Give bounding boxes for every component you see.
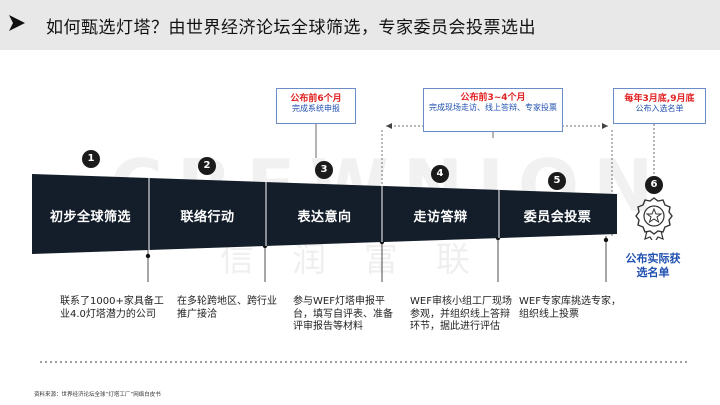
step-5-description: WEF专家库挑选专家，组织线上投票 (519, 296, 621, 320)
callout-title: 每年3月底,9月底 (624, 94, 695, 104)
step-4-label: 走访答辩 (413, 210, 468, 225)
step-1-label: 初步全球筛选 (49, 210, 131, 225)
callout-announcement: 每年3月底,9月底 公布入选名单 (613, 88, 706, 124)
step-2-number: 2 (198, 157, 216, 175)
step-3-label: 表达意向 (297, 210, 352, 225)
step-2-label: 联络行动 (180, 210, 235, 225)
callout-title: 公布前3~4个月 (460, 93, 526, 103)
callout-subtitle: 完成系统申报 (292, 104, 340, 114)
step-4-description: WEF审核小组工厂现场参观，并组织线上答辩环节，据此进行评估 (410, 296, 512, 332)
step-1-description: 联系了1000+家具备工业4.0灯塔潜力的公司 (60, 296, 164, 320)
callout-visits-defense: 公布前3~4个月 完成现场走访、线上答辩、专家投票 (423, 88, 563, 132)
callout-subtitle: 完成现场走访、线上答辩、专家投票 (429, 103, 557, 113)
step-3-number: 3 (315, 161, 333, 179)
final-label-line2: 选名单 (636, 266, 670, 280)
step-2-description: 在多轮跨地区、跨行业推广接洽 (177, 296, 277, 320)
step-1-number: 1 (82, 150, 100, 168)
step-5-number: 5 (548, 172, 566, 190)
arrow-bullet-icon (9, 15, 25, 31)
page-title: 如何甄选灯塔？由世界经济论坛全球筛选，专家委员会投票选出 (46, 18, 536, 38)
step-6-number: 6 (645, 176, 663, 194)
ribbon-shape (32, 174, 617, 254)
step-5-label: 委员会投票 (523, 210, 592, 225)
callout-subtitle: 公布入选名单 (635, 104, 684, 114)
step-4-number: 4 (431, 165, 449, 183)
final-announcement-label: 公布实际获 选名单 (617, 252, 689, 281)
title-bar: 如何甄选灯塔？由世界经济论坛全球筛选，专家委员会投票选出 (0, 0, 720, 50)
step-3-description: 参与WEF灯塔申报平台，填写自评表、准备评审报告等材料 (293, 296, 393, 332)
final-label-line1: 公布实际获 (625, 252, 681, 265)
source-note: 资料来源：世界经济论坛全球“灯塔工厂”网络白皮书 (34, 392, 161, 398)
callout-system-submission: 公布前6个月 完成系统申报 (276, 88, 356, 124)
callout-title: 公布前6个月 (290, 94, 342, 104)
process-ribbon (32, 174, 617, 254)
award-medal-icon (635, 197, 673, 240)
